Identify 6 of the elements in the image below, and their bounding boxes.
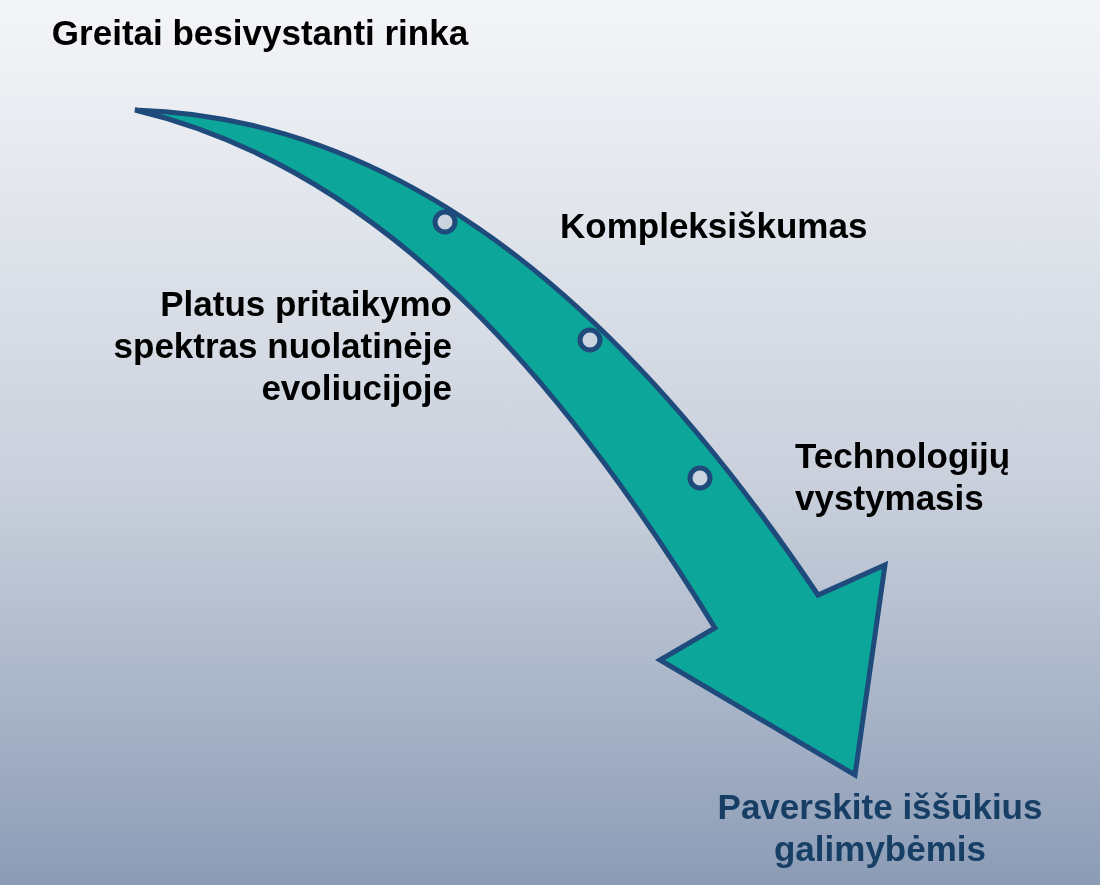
text-label: Paverskite iššūkius galimybėmis <box>660 786 1100 870</box>
text-label: Greitai besivystanti rinka <box>40 12 480 54</box>
text-label: Technologijų vystymasis <box>795 435 1012 519</box>
curved-arrow <box>132 107 888 778</box>
text-label: Kompleksiškumas <box>560 205 869 247</box>
text-label: Platus pritaikymo spektras nuolatinėje evoliucijoje <box>112 283 452 409</box>
